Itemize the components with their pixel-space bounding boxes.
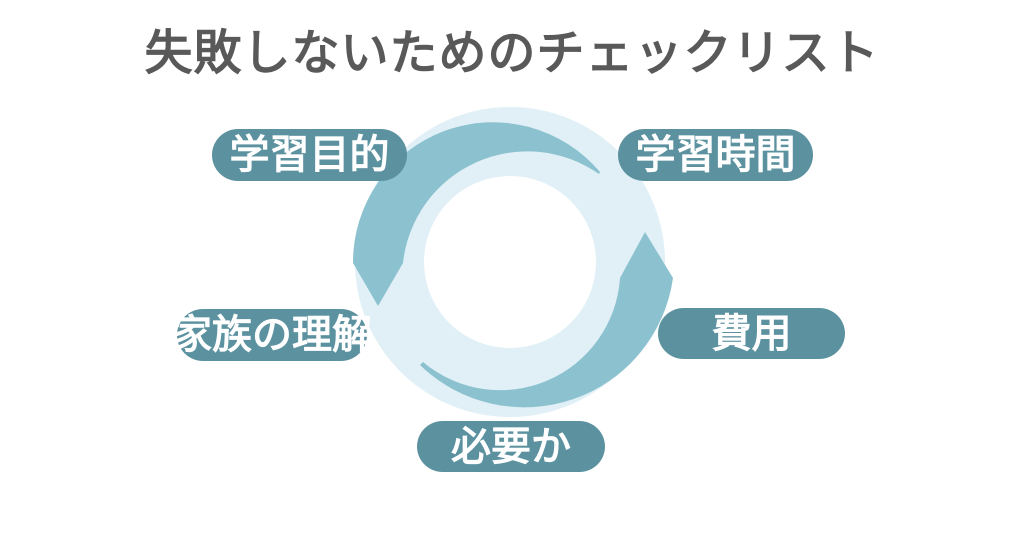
checklist-item-cost: 費用 (658, 308, 845, 359)
checklist-item-necessity: 必要か (417, 421, 605, 472)
checklist-item-learning-purpose: 学習目的 (212, 129, 407, 181)
page-title: 失敗しないためのチェックリスト (144, 27, 880, 80)
cycle-arrow-up-icon (420, 232, 673, 408)
cycle-arrow-down-icon (352, 122, 600, 307)
checklist-item-learning-time: 学習時間 (618, 129, 813, 181)
checklist-item-family-understanding: 家族の理解 (172, 309, 372, 361)
